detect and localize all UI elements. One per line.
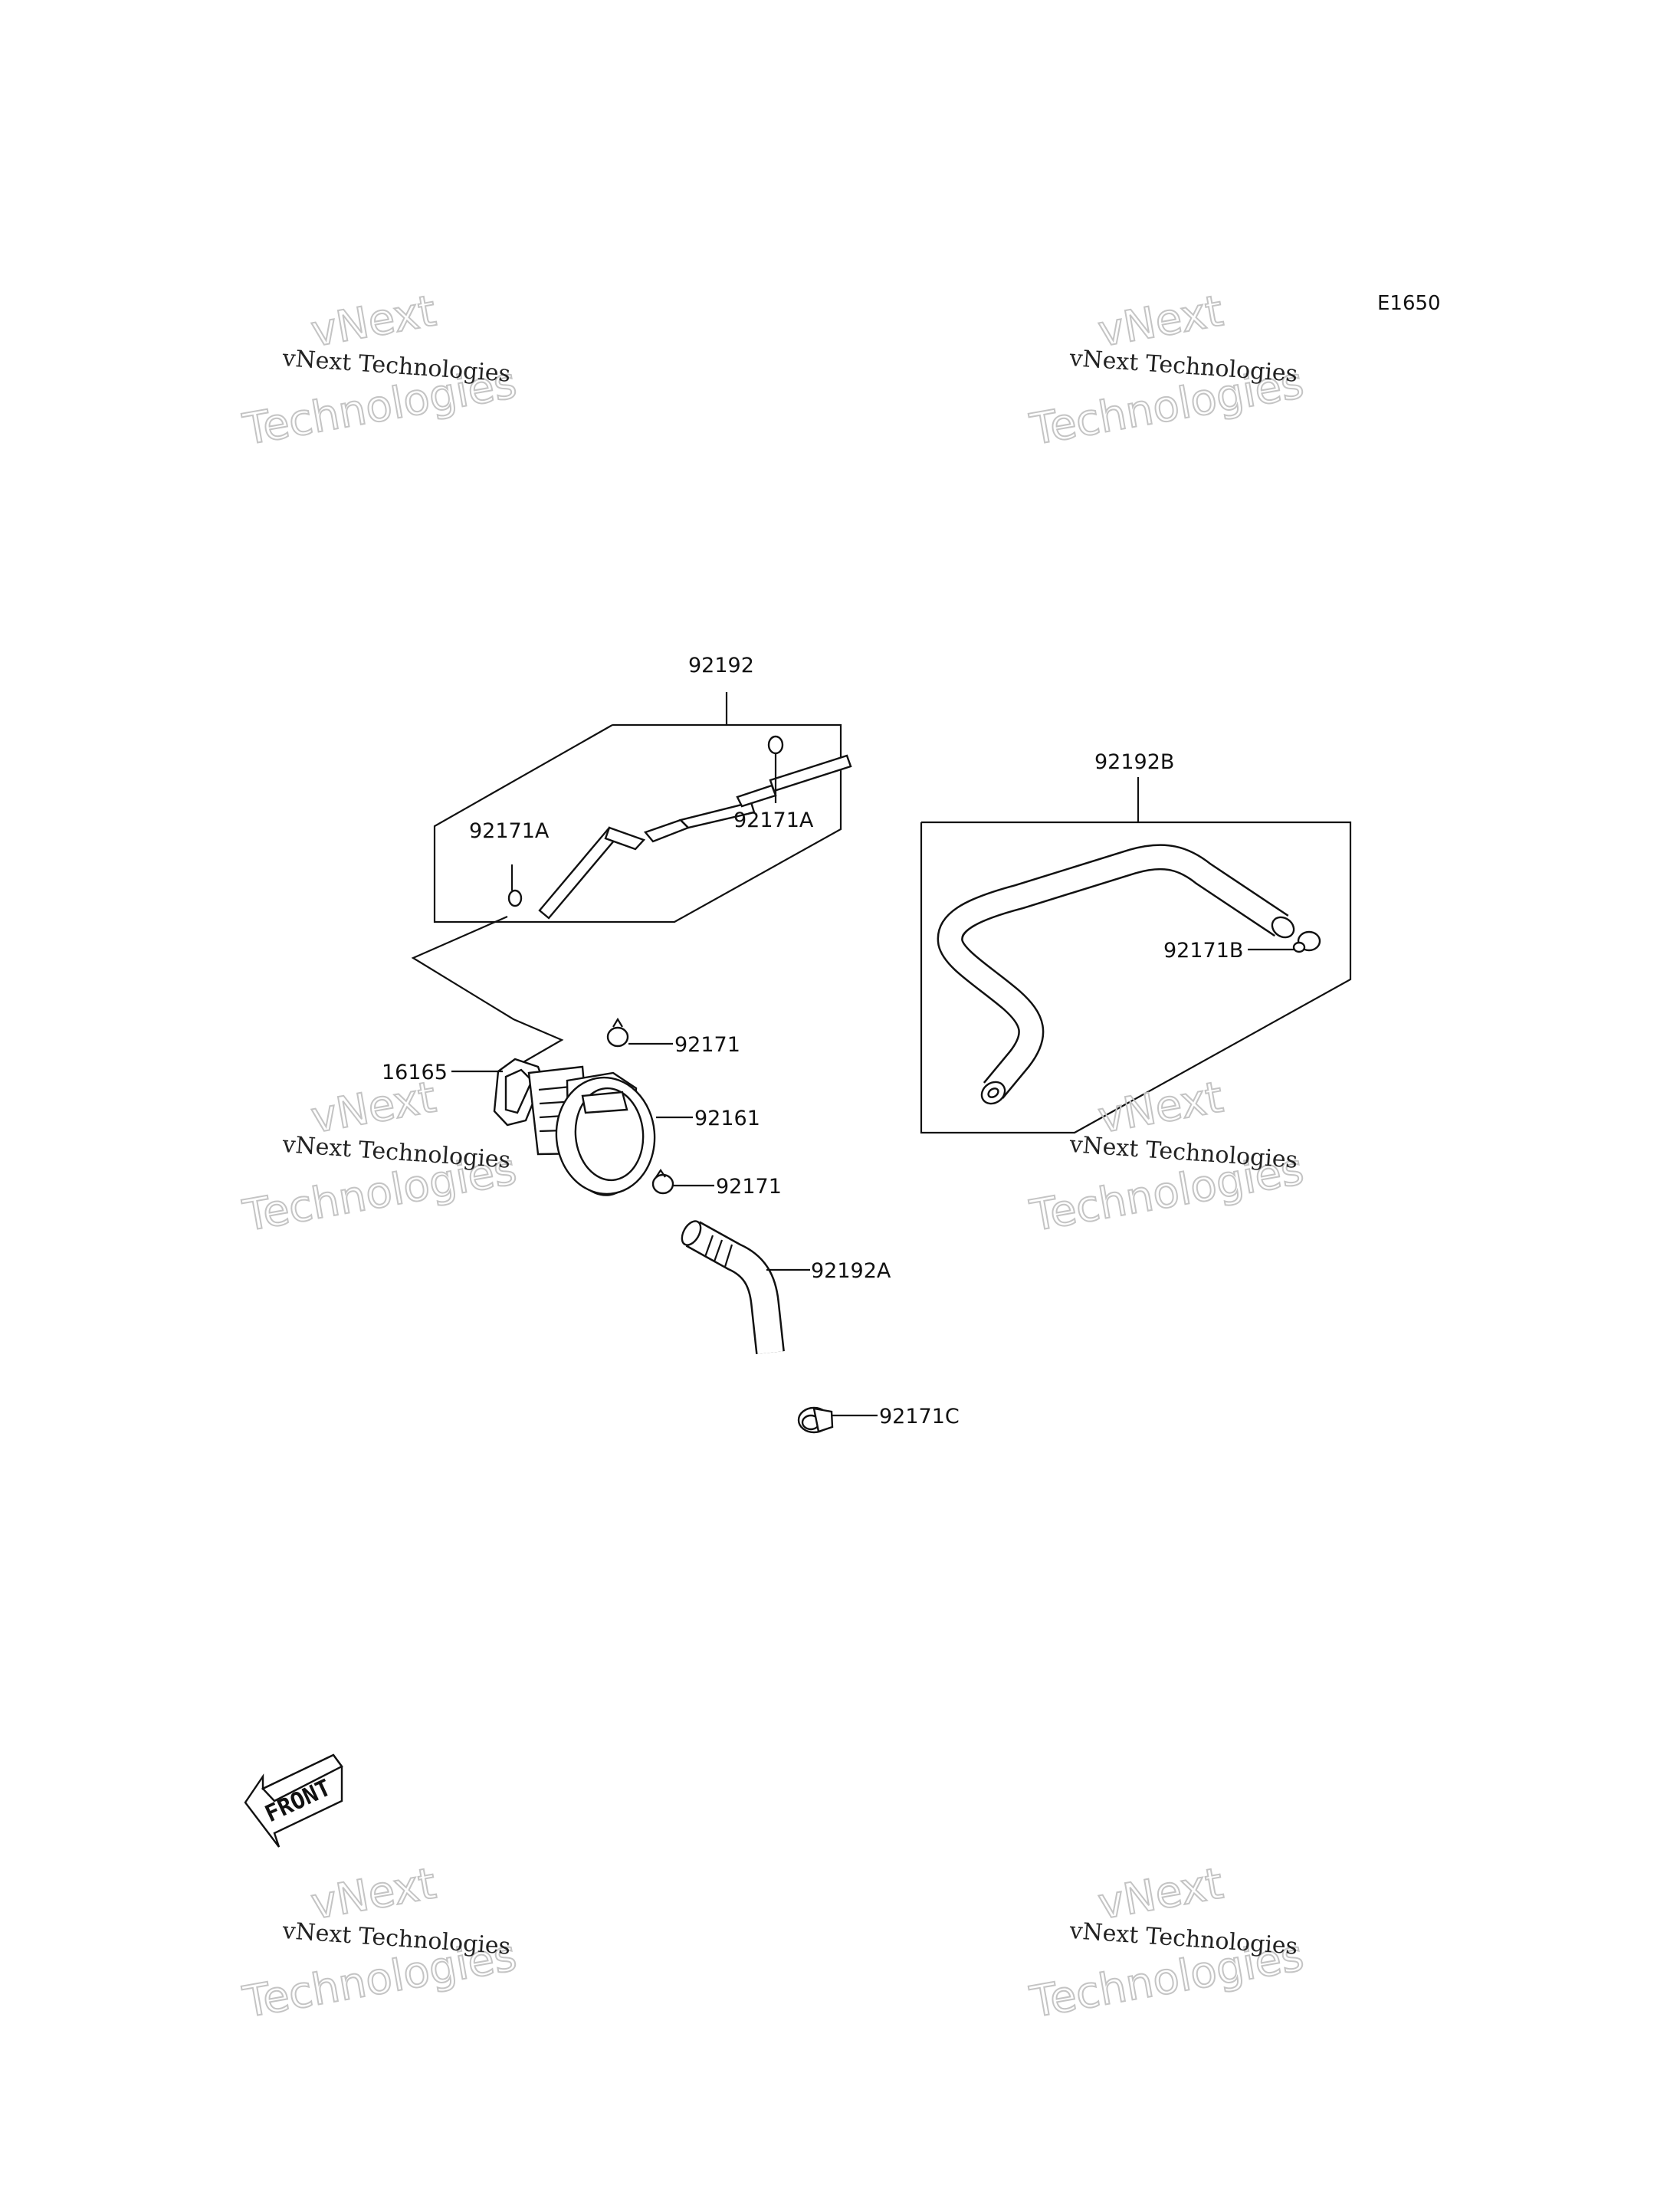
group-leader — [411, 915, 564, 1064]
group-box-92192b — [920, 821, 1352, 1134]
hose-b-group: 92192B 92171B — [920, 750, 1352, 1134]
small-hose-right — [736, 754, 852, 808]
label-92171-lower: 92171 — [716, 1175, 782, 1199]
label-92171c: 92171C — [879, 1405, 960, 1429]
watermark-bottom-right: vNext Technologies vNext Technologies — [1025, 1858, 1308, 2029]
label-92192a: 92192A — [811, 1259, 891, 1283]
clamp-92171a-right — [767, 735, 784, 755]
clamp-92171-lower — [651, 1169, 714, 1195]
svg-text:vNext: vNext — [1094, 286, 1226, 356]
small-hose-left — [538, 826, 646, 920]
watermark-bottom-left: vNext Technologies vNext Technologies — [238, 1858, 521, 2029]
hose-set-group: 92192 92171A 92171A — [433, 654, 852, 923]
diagram-code: E1650 — [1377, 292, 1441, 315]
watermark-middle-right: vNext Technologies vNext Technologies — [1025, 1071, 1308, 1242]
clamp-92171a-left — [507, 889, 523, 907]
label-92171a-left: 92171A — [469, 819, 550, 843]
watermark-top-right: vNext Technologies vNext Technologies — [1025, 285, 1308, 456]
label-16165: 16165 — [382, 1061, 448, 1084]
svg-text:vNext: vNext — [307, 1072, 439, 1143]
cap-92161 — [555, 1071, 656, 1196]
label-92161: 92161 — [694, 1107, 760, 1130]
front-arrow: FRONT — [244, 1753, 343, 1848]
label-92171b: 92171B — [1163, 939, 1243, 963]
label-92192: 92192 — [688, 654, 754, 677]
clamp-92171-upper — [606, 1017, 673, 1048]
svg-text:vNext: vNext — [1094, 1858, 1226, 1929]
group-box-92192 — [433, 723, 842, 923]
small-hose-middle — [643, 801, 756, 843]
label-92171-upper: 92171 — [674, 1033, 740, 1057]
clamp-92171c — [797, 1406, 878, 1434]
label-92171a-right: 92171A — [733, 809, 814, 832]
svg-text:vNext: vNext — [1094, 1072, 1226, 1143]
hose-92192b — [937, 844, 1295, 1105]
hose-92192a — [681, 1220, 785, 1355]
label-92192b: 92192B — [1094, 750, 1174, 774]
watermark-top-left: vNext Technologies vNext Technologies — [238, 285, 521, 456]
svg-text:vNext: vNext — [307, 286, 439, 356]
svg-text:vNext: vNext — [307, 1858, 439, 1929]
watermark-middle-left: vNext Technologies vNext Technologies — [238, 1071, 521, 1242]
